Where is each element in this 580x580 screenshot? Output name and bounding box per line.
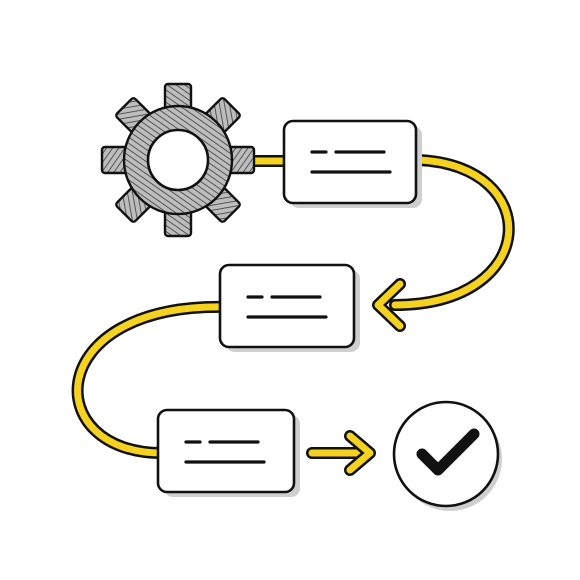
arrowhead-into-step-2 xyxy=(372,278,406,332)
checkmark-icon xyxy=(392,400,502,511)
gear-hole xyxy=(146,128,210,192)
text-lines-icon xyxy=(184,440,266,464)
arrowhead-into-check xyxy=(344,430,376,476)
connector-step-2-to-step-3 xyxy=(71,300,232,460)
step-card-3 xyxy=(156,408,300,497)
text-lines-icon xyxy=(310,150,392,174)
connector-step-1-to-step-2 xyxy=(389,154,515,311)
text-lines-icon xyxy=(246,295,328,319)
step-card-2 xyxy=(218,263,360,352)
gear-icon xyxy=(100,82,256,238)
step-card-1 xyxy=(282,119,422,208)
